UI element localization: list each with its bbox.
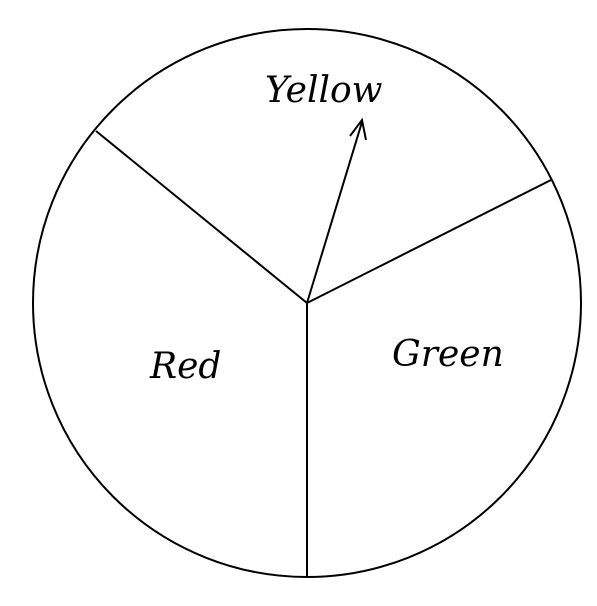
- spinner-arrow: [306, 117, 367, 304]
- section-label-green: Green: [392, 334, 504, 375]
- arrow-shaft: [306, 121, 363, 304]
- divider-line-upper-left: [95, 130, 308, 304]
- section-label-yellow: Yellow: [265, 70, 383, 111]
- arrow-head: [349, 117, 367, 141]
- divider-line-upper-right: [306, 179, 552, 304]
- section-label-red: Red: [149, 346, 221, 387]
